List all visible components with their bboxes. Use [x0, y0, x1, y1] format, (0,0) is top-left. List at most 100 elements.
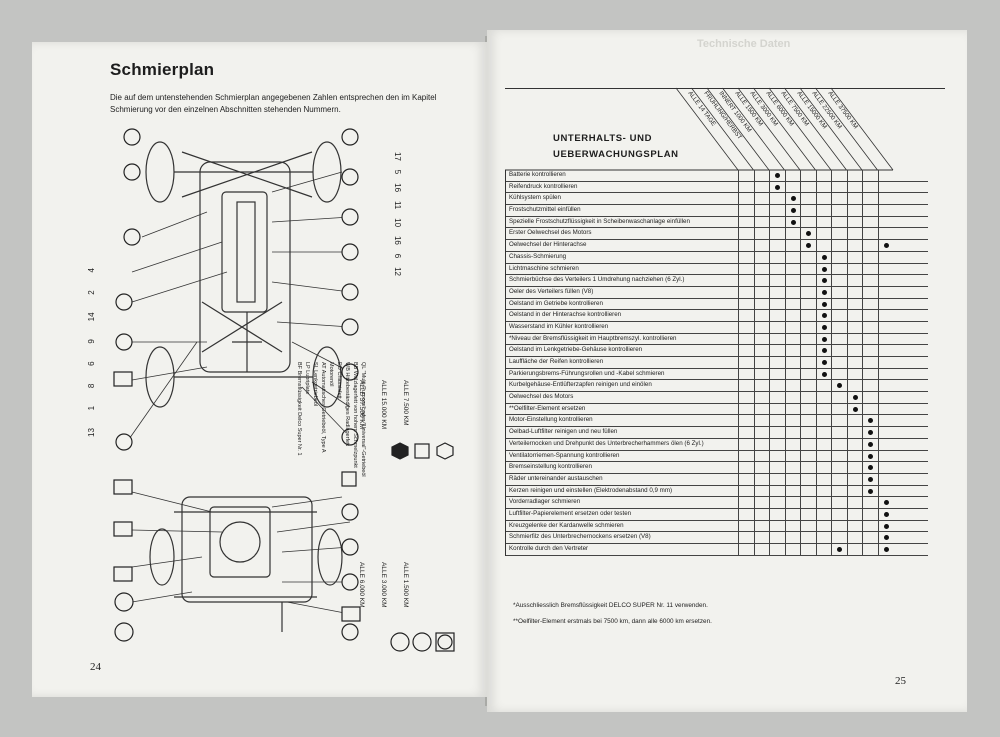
table-cell [831, 345, 848, 356]
table-cell [846, 403, 864, 415]
table-cell [846, 275, 864, 286]
table-cell [846, 473, 864, 485]
table-cell [769, 462, 786, 473]
table-cell [862, 228, 879, 240]
table-cell [738, 485, 755, 497]
table-cell [846, 205, 864, 216]
table-row: Vorderradlager schmieren [506, 497, 928, 509]
table-cell [769, 473, 786, 485]
table-row: Räder untereinander austauschen [506, 473, 928, 486]
table-cell [753, 345, 771, 356]
table-cell [862, 427, 879, 438]
table-cell [800, 473, 817, 485]
legend-symbols [390, 442, 455, 652]
table-row: Schmierfilz des Unterbrechernockens erse… [506, 532, 928, 544]
badge-eo-right2 [341, 363, 359, 381]
table-cell [784, 473, 802, 485]
table-cell [846, 181, 864, 193]
column-divider [799, 87, 863, 171]
table-cell [738, 473, 755, 485]
table-cell [769, 345, 786, 356]
table-cell [800, 438, 817, 450]
callout-badges [113, 128, 361, 642]
interval-dot [868, 476, 873, 482]
table-cell [800, 450, 817, 462]
table-cell [753, 508, 771, 520]
table-cell [800, 205, 817, 216]
table-cell [753, 450, 771, 462]
table-cell [862, 263, 879, 275]
table-cell [738, 333, 755, 345]
table-cell [846, 286, 864, 298]
table-cell [800, 286, 817, 298]
table-cell [877, 427, 895, 438]
row-label: Luftfilter-Papierelement ersetzen oder t… [509, 509, 632, 517]
table-cell [784, 193, 802, 205]
table-cell [738, 251, 755, 263]
table-cell [753, 310, 771, 321]
table-cell [877, 321, 895, 333]
table-cell [784, 403, 802, 415]
table-cell [738, 216, 755, 228]
table-cell [846, 520, 864, 532]
badge-ql-top [123, 128, 141, 146]
page-title: Schmierplan [110, 60, 215, 79]
table-cell [831, 415, 848, 427]
row-label: Schmierbüchse des Verteilers 1 Umdrehung… [509, 276, 685, 284]
table-row: Kühlsystem spülen [506, 193, 928, 206]
table-cell [769, 205, 786, 216]
table-cell [753, 415, 771, 427]
table-cell [862, 415, 879, 427]
table-cell [800, 462, 817, 473]
table-cell [877, 497, 895, 508]
table-cell [815, 403, 833, 415]
table-cell [877, 263, 895, 275]
table-cell [862, 462, 879, 473]
table-cell [800, 181, 817, 193]
badge-ql-right [341, 128, 359, 146]
row-label: Kontrolle durch den Vertreter [509, 545, 589, 552]
table-cell [862, 298, 879, 310]
table-cell [831, 368, 848, 380]
table-cell [862, 544, 879, 555]
row-label: Vorderradlager schmieren [509, 498, 581, 506]
table-cell [753, 216, 771, 228]
lubrication-diagram [113, 128, 455, 652]
table-cell [753, 321, 771, 333]
table-cell [769, 275, 786, 286]
page-number-left: 24 [90, 661, 101, 673]
table-cell [784, 240, 802, 251]
table-cell [800, 508, 817, 520]
table-cell [815, 485, 833, 497]
table-row: Oelstand in der Hinterachse kontrolliere… [506, 310, 928, 322]
table-cell [877, 286, 895, 298]
table-cell [815, 462, 833, 473]
table-cell [784, 532, 802, 543]
table-cell [846, 321, 864, 333]
table-cell [862, 473, 879, 485]
table-cell [877, 368, 895, 380]
table-cell [800, 240, 817, 251]
table-cell [738, 520, 755, 532]
table-cell [862, 170, 879, 181]
table-cell [800, 357, 817, 368]
table-cell [846, 368, 864, 380]
table-cell [877, 392, 895, 403]
interval-labels-bottom: ALLE 1.500 KM ALLE 3.000 KM ALLE 6.000 K… [358, 562, 409, 608]
table-row: Oeler des Verteilers füllen (V8) [506, 286, 928, 299]
row-label: *Niveau der Bremsflüssigkeit im Hauptbre… [509, 334, 677, 342]
table-cell [877, 380, 895, 392]
interval-dot [821, 301, 827, 307]
table-cell [769, 544, 786, 555]
table-cell [831, 298, 848, 310]
table-cell [753, 357, 771, 368]
table-cell [862, 181, 879, 193]
table-row: Kontrolle durch den Vertreter [506, 544, 928, 556]
table-cell [753, 380, 771, 392]
table-cell [815, 310, 833, 321]
table-cell [753, 438, 771, 450]
table-cell [784, 275, 802, 286]
table-row: Frostschutzmittel einfüllen [506, 205, 928, 217]
table-cell [769, 240, 786, 251]
table-cell [846, 462, 864, 473]
